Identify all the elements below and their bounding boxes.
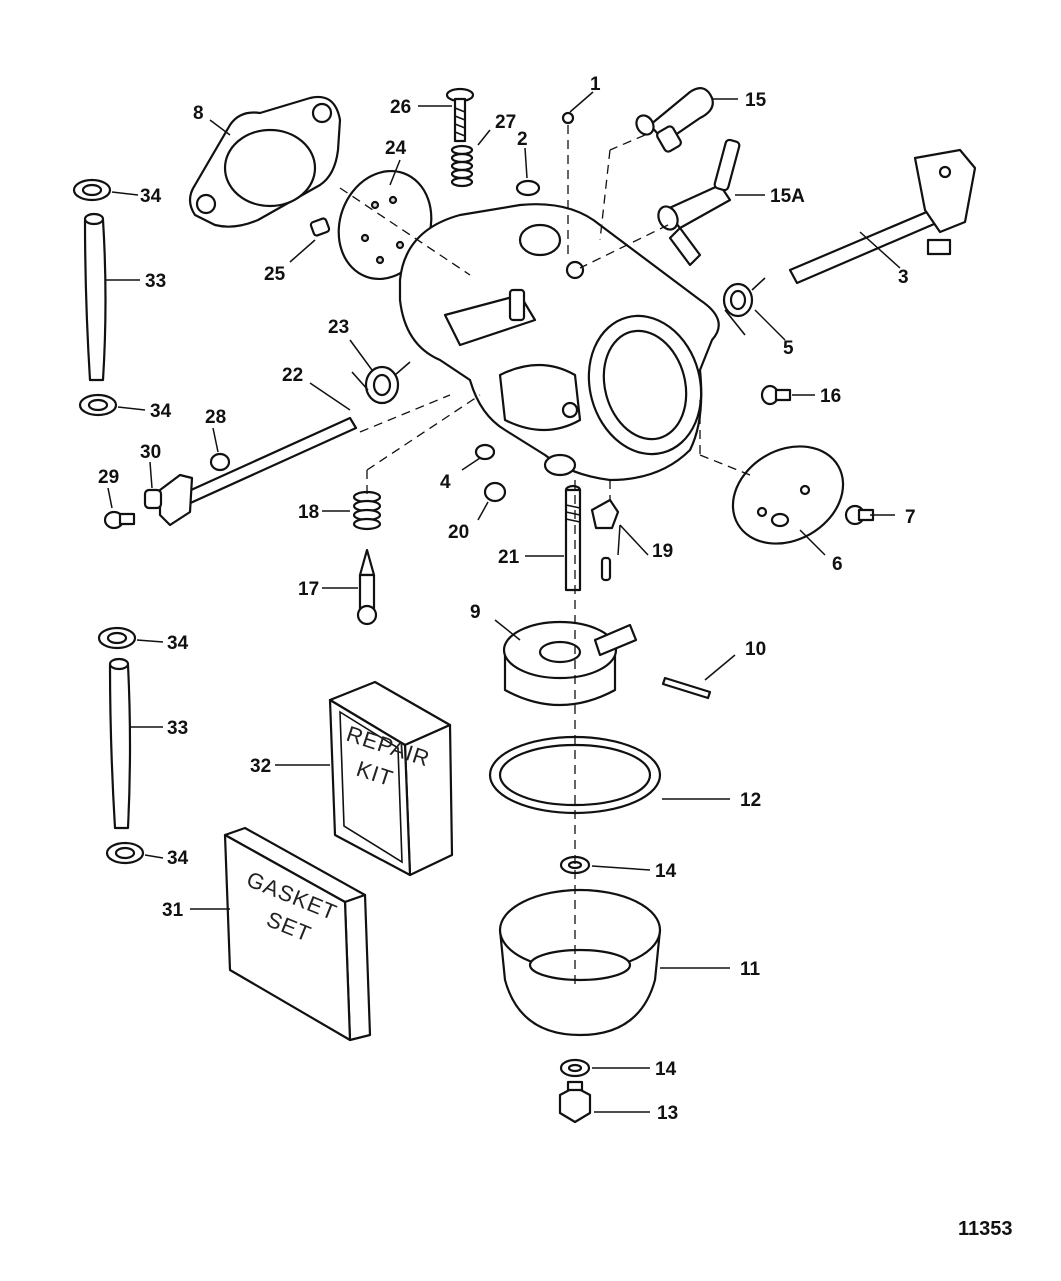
callouts: 1 2 3 4 5 6 7 8 9 10 11 12 13 14 14 15 1… [98,74,916,1124]
part-shaft-3 [788,148,977,285]
part-tee-15a [657,138,741,267]
part-carburetor-body [398,203,720,482]
callout-6: 6 [832,554,843,575]
callout-34d: 34 [167,848,189,869]
callout-15: 15 [745,90,767,111]
callout-13: 13 [657,1103,678,1124]
part-gasket-set-31: GASKET SET [223,826,372,1042]
callout-34b: 34 [150,401,172,422]
part-clamp-34a [72,178,112,202]
callout-9: 9 [470,602,481,623]
callout-14b: 14 [655,1059,677,1080]
part-shaft-22 [158,416,358,527]
part-plug-2 [515,179,541,197]
part-spring-18 [352,490,382,531]
leader-lines [106,91,901,1113]
part-screw-16 [760,384,792,406]
part-clip-4 [474,443,496,461]
callout-1: 1 [590,74,601,95]
part-repair-kit-32: REPAIR KIT [328,680,454,877]
callout-5: 5 [783,338,794,359]
part-screw-26 [445,87,475,143]
callout-33a: 33 [145,271,166,292]
callout-28: 28 [205,407,226,428]
callout-18: 18 [298,502,319,523]
part-spring-5 [722,277,766,336]
callout-34c: 34 [167,633,189,654]
callout-29: 29 [98,467,119,488]
assembly-lines [339,125,751,990]
callout-32: 32 [250,756,271,777]
part-screw-29 [103,510,136,530]
callout-7: 7 [905,507,916,528]
callout-24: 24 [385,138,407,159]
part-nozzle-21 [564,484,582,592]
callout-20: 20 [448,522,469,543]
callout-8: 8 [193,103,204,124]
callout-11: 11 [740,959,761,980]
callout-2: 2 [517,129,528,150]
callout-26: 26 [390,97,411,118]
part-clamp-34b [78,393,118,417]
callout-25: 25 [264,264,286,285]
part-bowl-11 [498,888,662,1037]
part-gasket-12 [488,735,662,815]
part-clamp-34c [97,626,137,650]
callout-4: 4 [440,472,451,493]
part-screw-20 [483,481,507,503]
part-float-9 [502,620,638,706]
part-elbow-15 [635,87,714,153]
part-screw-7 [844,504,875,526]
callout-16: 16 [820,386,841,407]
part-pin-10 [661,676,712,700]
part-gasket-8 [188,95,342,228]
callout-10: 10 [745,639,766,660]
part-spring-27 [450,144,474,188]
part-spring-23 [351,361,411,405]
callout-27: 27 [495,112,516,133]
callout-30: 30 [140,442,161,463]
part-plate-6 [731,445,845,545]
part-washer-14b [559,1058,591,1078]
callout-23: 23 [328,317,349,338]
part-needle-17 [356,548,378,626]
part-hose-33a [83,212,107,382]
callout-12: 12 [740,790,761,811]
callout-21: 21 [498,547,520,568]
callout-31: 31 [162,900,184,921]
part-hose-33b [108,657,132,830]
callout-22: 22 [282,365,303,386]
callout-17: 17 [298,579,319,600]
part-ball-1 [561,111,575,125]
part-clamp-34d [105,841,145,865]
part-fitting-25 [309,217,331,237]
part-needle-seat-19 [590,498,620,582]
callout-15a: 15A [770,186,805,207]
figure-number: 11353 [958,1218,1013,1240]
part-plug-13 [558,1080,592,1124]
callout-14a: 14 [655,861,677,882]
part-screw-28 [209,452,231,472]
callout-33b: 33 [167,718,188,739]
callout-34a: 34 [140,186,162,207]
callout-19: 19 [652,541,673,562]
part-bushing-30 [143,488,163,510]
callout-3: 3 [898,267,909,288]
